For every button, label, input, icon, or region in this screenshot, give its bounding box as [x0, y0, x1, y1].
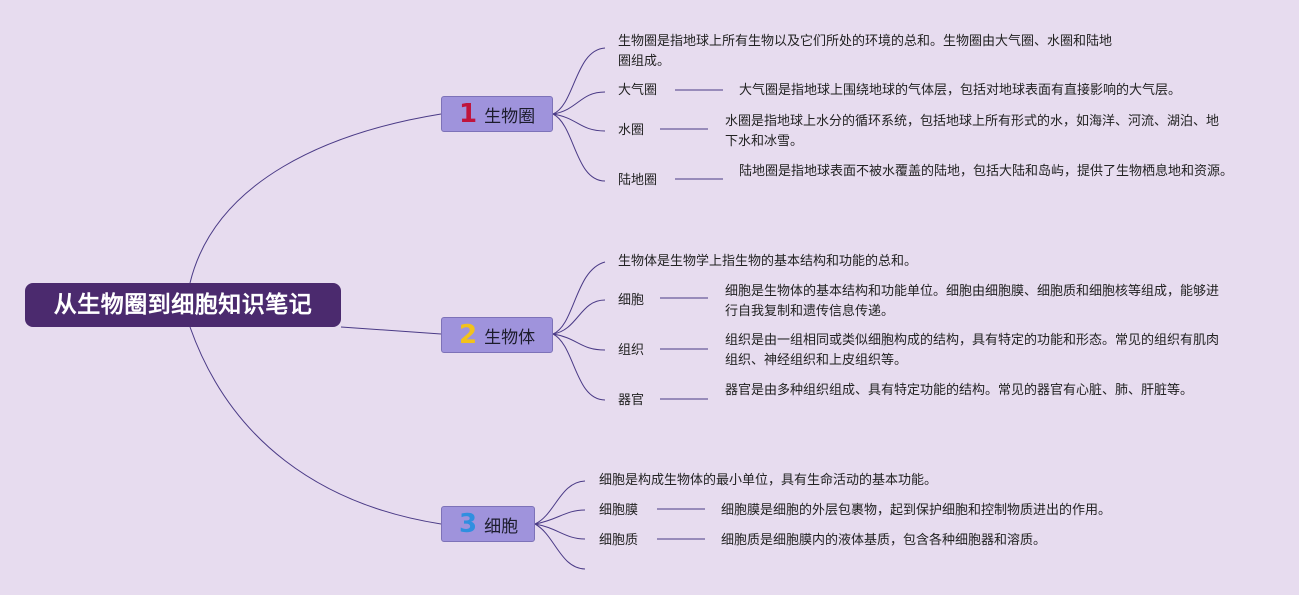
connector-root-branch-2	[340, 326, 442, 335]
branch-biosphere[interactable]: 1 生物圈	[441, 96, 553, 132]
connector-root-branch-3	[189, 326, 442, 525]
branch-cell[interactable]: 3 细胞	[441, 506, 535, 542]
number-2-icon: 2	[459, 320, 478, 350]
branch-organism[interactable]: 2 生物体	[441, 317, 553, 353]
desc-hydrosphere: 水圈是指地球上水分的循环系统，包括地球上所有形式的水，如海洋、河流、湖泊、地下水…	[725, 114, 1220, 149]
connector-root-branch-1	[189, 113, 442, 284]
term-lithosphere[interactable]: 陆地圈	[618, 173, 658, 188]
organism-intro: 生物体是生物学上指生物的基本结构和功能的总和。	[618, 254, 918, 269]
term-tissue[interactable]: 组织	[618, 343, 645, 358]
term-hydrosphere[interactable]: 水圈	[618, 123, 645, 138]
desc-lithosphere: 陆地圈是指地球表面不被水覆盖的陆地，包括大陆和岛屿，提供了生物栖息地和资源。	[739, 164, 1234, 179]
term-organ[interactable]: 器官	[618, 393, 645, 408]
desc-cell-membrane: 细胞膜是细胞的外层包裹物，起到保护细胞和控制物质进出的作用。	[721, 503, 1112, 518]
biosphere-intro: 生物圈是指地球上所有生物以及它们所处的环境的总和。生物圈由大气圈、水圈和陆地圈组…	[618, 34, 1113, 69]
branch-label: 生物体	[484, 327, 536, 348]
branch-label: 生物圈	[484, 106, 536, 127]
desc-tissue: 组织是由一组相同或类似细胞构成的结构，具有特定的功能和形态。常见的组织有肌肉组织…	[725, 333, 1220, 368]
root-topic[interactable]: 从生物圈到细胞知识笔记	[25, 283, 341, 327]
desc-cell: 细胞是生物体的基本结构和功能单位。细胞由细胞膜、细胞质和细胞核等组成，能够进行自…	[725, 284, 1220, 319]
branch-label: 细胞	[484, 516, 519, 537]
term-cytoplasm[interactable]: 细胞质	[599, 533, 639, 548]
desc-organ: 器官是由多种组织组成、具有特定功能的结构。常见的器官有心脏、肺、肝脏等。	[725, 383, 1194, 398]
desc-atmosphere: 大气圈是指地球上围绕地球的气体层，包括对地球表面有直接影响的大气层。	[739, 83, 1182, 98]
desc-cytoplasm: 细胞质是细胞膜内的液体基质，包含各种细胞器和溶质。	[721, 533, 1047, 548]
number-1-icon: 1	[459, 99, 478, 129]
term-atmosphere[interactable]: 大气圈	[618, 83, 658, 98]
term-cell[interactable]: 细胞	[618, 293, 645, 308]
cell-intro: 细胞是构成生物体的最小单位，具有生命活动的基本功能。	[599, 473, 938, 488]
number-3-icon: 3	[459, 509, 478, 539]
term-cell-membrane[interactable]: 细胞膜	[599, 503, 639, 518]
